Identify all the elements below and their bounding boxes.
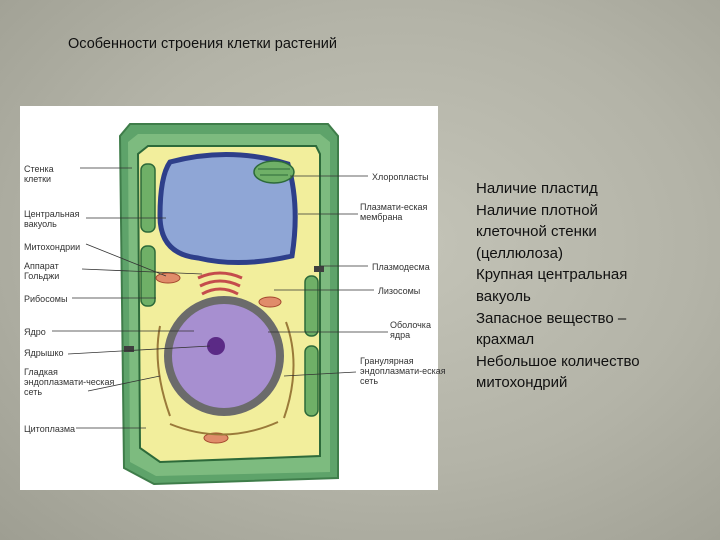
label-left-4: Рибосомы	[24, 294, 68, 304]
feature-line: крахмал	[476, 331, 535, 349]
label-left-2: Митохондрии	[24, 242, 81, 252]
feature-line: (целлюлоза)	[476, 244, 563, 262]
feature-line: вакуоль	[476, 287, 531, 305]
mitochondrion	[155, 272, 181, 284]
nucleus	[164, 296, 284, 416]
chloroplast	[140, 245, 156, 307]
label-left-5: Ядро	[24, 327, 46, 337]
feature-line: Крупная центральная	[476, 266, 628, 284]
feature-line: Небольшое количество	[476, 352, 640, 370]
plant-cell-illustration	[52, 123, 388, 486]
chloroplast	[253, 160, 295, 184]
label-right-3: Лизосомы	[378, 286, 421, 296]
chloroplast	[304, 275, 319, 337]
chloroplast	[140, 163, 156, 233]
mitochondrion	[258, 296, 282, 308]
feature-line: митохондрий	[476, 374, 568, 392]
label-right-0: Хлоропласты	[372, 172, 429, 182]
feature-line: Запасное вещество –	[476, 309, 627, 327]
label-left-6: Ядрышко	[24, 348, 64, 358]
nucleolus	[207, 337, 225, 355]
central-vacuole	[157, 152, 298, 265]
chloroplast	[304, 345, 319, 417]
feature-line: клеточной стенки	[476, 223, 597, 241]
feature-line: Наличие плотной	[476, 201, 598, 219]
label-left-8: Цитоплазма	[24, 424, 76, 434]
feature-line: Наличие пластид	[476, 180, 598, 197]
slide-title: Особенности строения клетки растений	[68, 36, 337, 52]
label-right-2: Плазмодесма	[372, 262, 430, 272]
